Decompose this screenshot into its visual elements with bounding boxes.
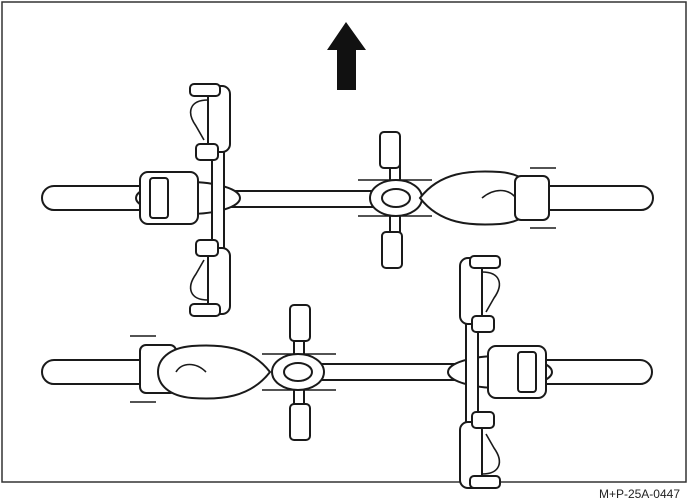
pedal <box>381 231 403 269</box>
rear-stays <box>514 175 550 221</box>
saddle-seam <box>481 189 517 199</box>
saddle <box>156 344 272 400</box>
bar-end <box>189 83 221 97</box>
up-arrow-icon <box>327 22 366 90</box>
rear-axle <box>130 335 156 403</box>
rear-axle <box>530 167 556 229</box>
saddle-seam <box>175 363 207 373</box>
shifter <box>471 315 495 333</box>
brake-lever <box>481 433 501 475</box>
shifter <box>195 143 219 161</box>
brake-block <box>517 351 537 393</box>
frame-tube <box>227 190 379 208</box>
bar-end <box>189 303 221 317</box>
brake-lever <box>481 271 501 313</box>
bottom-bracket <box>381 188 411 208</box>
pedal <box>379 131 401 169</box>
bar-end <box>469 475 501 489</box>
brake-lever <box>189 99 209 141</box>
figure-code: M+P-25A-0447 <box>598 487 680 501</box>
shifter <box>471 411 495 429</box>
pedal <box>289 304 311 342</box>
bicycle-bottom <box>41 255 653 489</box>
bicycle-top <box>41 83 654 317</box>
crank-lines <box>358 179 432 217</box>
brake-lever <box>189 259 209 301</box>
pedal <box>289 403 311 441</box>
crank-lines <box>262 353 336 391</box>
shifter <box>195 239 219 257</box>
bottom-bracket <box>283 362 313 382</box>
bar-end <box>469 255 501 269</box>
brake-block <box>149 177 169 219</box>
